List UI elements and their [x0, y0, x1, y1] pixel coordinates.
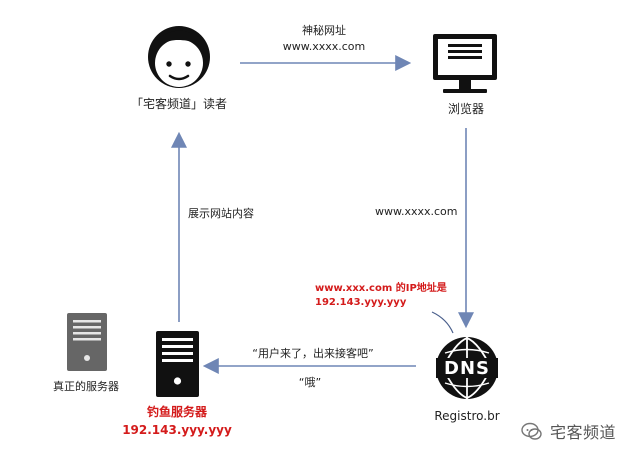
reader-label: 「宅客频道」读者 — [130, 97, 228, 111]
annotation-line-2: 192.143.yyy.yyy — [315, 297, 407, 308]
watermark-chat-icon — [520, 419, 544, 443]
reader-face-icon — [148, 26, 210, 88]
edge-label-browser-dns: www.xxxx.com — [375, 205, 458, 218]
edge-label-dns-phishing: “用户来了，出来接客吧” — [252, 347, 374, 360]
dns-globe-icon: DNS — [436, 337, 498, 399]
real-server-icon — [67, 313, 107, 371]
dns-label: Registro.br — [434, 409, 500, 423]
watermark: 宅客频道 — [520, 411, 640, 451]
browser-monitor-icon — [433, 34, 497, 93]
dns-logo-text: DNS — [444, 358, 490, 379]
edge-label-phishing-reader: 展示网站内容 — [188, 207, 254, 220]
phishing-server-icon — [156, 331, 199, 397]
edge-label-reader-browser-url: www.xxxx.com — [282, 40, 366, 53]
edge-label-reader-browser-title: 神秘网址 — [302, 24, 346, 37]
annotation-line-1: www.xxx.com 的IP地址是 — [315, 283, 447, 294]
watermark-text: 宅客频道 — [550, 423, 617, 442]
edge-label-phishing-reply: “哦” — [298, 376, 322, 389]
browser-label: 浏览器 — [447, 102, 485, 116]
phishing-server-ip: 192.143.yyy.yyy — [122, 423, 232, 437]
annotation-curve — [431, 311, 454, 334]
phishing-server-label: 钓鱼服务器 — [146, 405, 208, 419]
real-server-label: 真正的服务器 — [53, 380, 119, 393]
